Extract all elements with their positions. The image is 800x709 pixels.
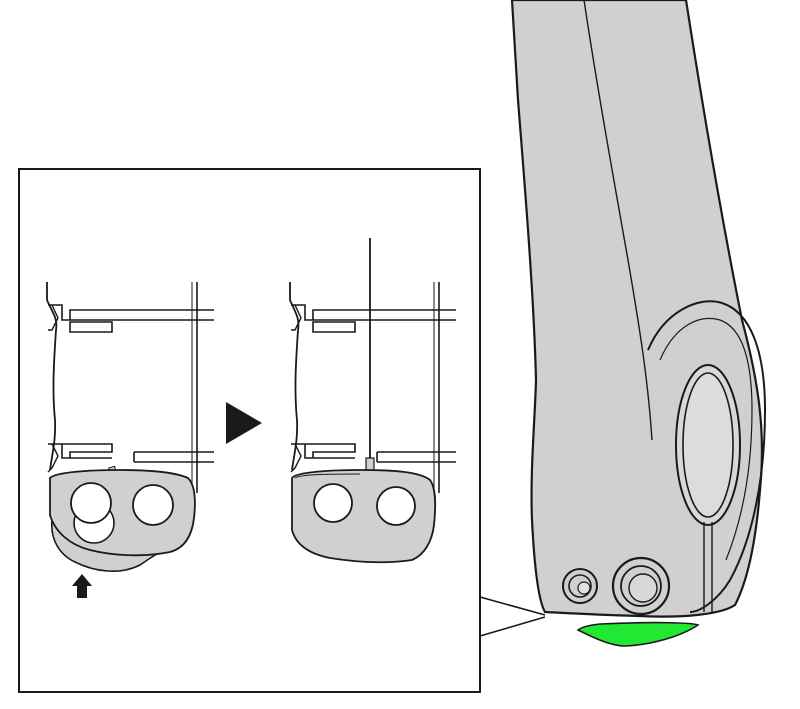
main-component xyxy=(510,0,767,647)
large-bolt xyxy=(611,556,671,616)
after-hole-left xyxy=(313,483,353,523)
after-top-rail xyxy=(295,304,456,333)
play-triangle-icon xyxy=(226,402,262,444)
before-top-tab xyxy=(48,304,59,331)
after-top-tab xyxy=(291,304,302,331)
pivot-boss xyxy=(647,300,767,613)
small-screw xyxy=(562,568,598,604)
arm-seam-line xyxy=(583,0,653,441)
after-bottom-tab xyxy=(290,443,302,473)
before-hole-left xyxy=(70,482,112,524)
callout-leaders xyxy=(479,596,546,637)
before-block xyxy=(49,469,196,557)
highlighted-insert xyxy=(576,621,700,647)
after-pin xyxy=(365,457,375,471)
before-bottom-rail xyxy=(52,443,214,463)
slot-inner xyxy=(682,372,734,518)
detail-inset-frame xyxy=(18,168,481,693)
arrow-up-icon xyxy=(72,574,92,598)
after-bottom-rail xyxy=(295,443,456,463)
before-hole-right xyxy=(132,484,174,526)
arm-body xyxy=(510,0,764,618)
detail-after xyxy=(289,238,456,564)
after-block xyxy=(291,469,437,564)
after-block-edge xyxy=(294,473,361,479)
before-top-rail xyxy=(52,304,214,333)
before-bottom-tab xyxy=(47,443,59,473)
pivot-boss-inner xyxy=(659,317,753,561)
detail-before xyxy=(46,282,214,598)
after-hole-right xyxy=(376,486,416,526)
slot-tail xyxy=(703,522,713,612)
